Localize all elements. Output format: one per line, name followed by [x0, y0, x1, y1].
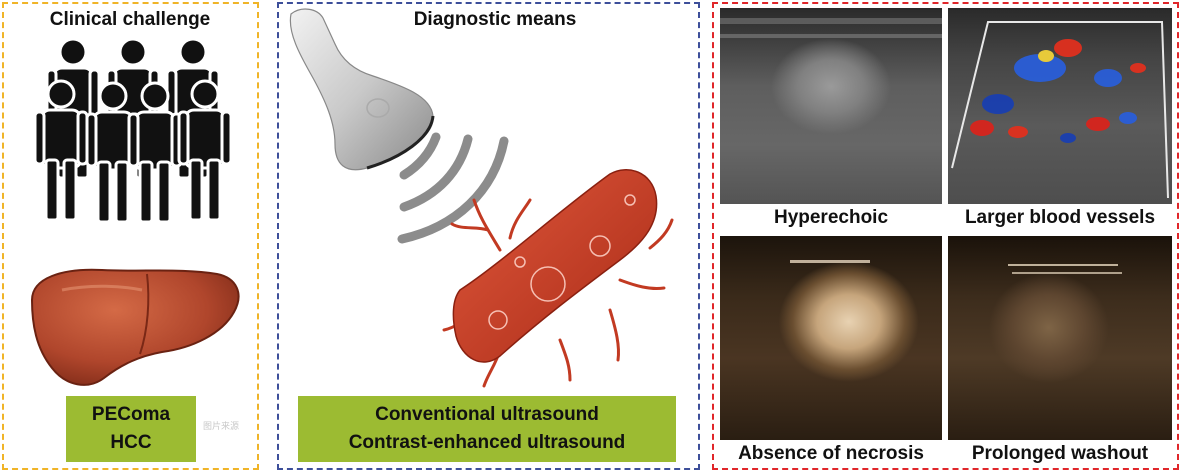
label-hcc: HCC — [110, 432, 152, 453]
hyperechoic-ultrasound-image — [720, 8, 942, 204]
diagnostic-means-panel — [277, 2, 700, 470]
imaging-findings-panel — [712, 2, 1179, 470]
blood-vessel-icon — [442, 169, 674, 388]
label-pecoma: PEComa — [91, 404, 171, 425]
method-ceus: Contrast-enhanced ultrasound — [348, 432, 626, 453]
ultrasound-waves-icon — [397, 132, 509, 244]
ultrasound-probe-icon — [289, 8, 435, 171]
ceus-washout-image — [948, 236, 1172, 440]
watermark-text: 图片来源 — [203, 421, 240, 431]
diagnostic-methods-box: Conventional ultrasound Contrast-enhance… — [298, 396, 676, 462]
clinical-challenge-title: Clinical challenge — [49, 9, 211, 30]
liver-icon — [30, 268, 240, 386]
caption-hyperechoic: Hyperechoic — [773, 207, 889, 228]
clinical-challenge-panel — [2, 2, 259, 470]
caption-prolonged-washout: Prolonged washout — [971, 443, 1149, 464]
disease-label-box: PEComa HCC — [66, 396, 196, 462]
people-group-icon — [33, 38, 233, 223]
caption-absence-of-necrosis: Absence of necrosis — [738, 443, 924, 464]
doppler-ultrasound-image — [948, 8, 1172, 204]
method-conventional-us: Conventional ultrasound — [375, 404, 599, 425]
ceus-necrosis-image — [720, 236, 942, 440]
caption-larger-blood-vessels: Larger blood vessels — [964, 207, 1156, 228]
diagnostic-means-title: Diagnostic means — [413, 9, 577, 30]
